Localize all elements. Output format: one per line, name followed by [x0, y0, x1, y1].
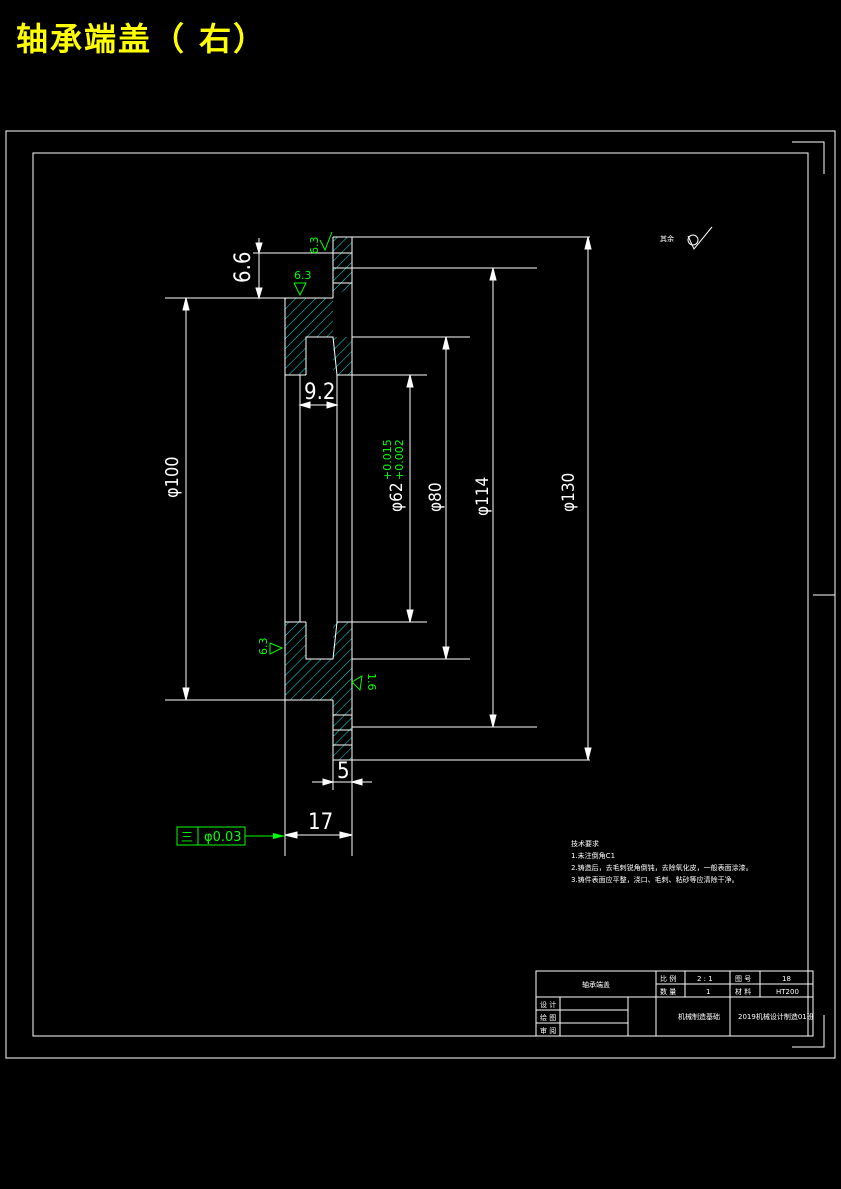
dim-dia-80: φ80 — [426, 482, 446, 512]
tb-reviewer-label: 审 阅 — [540, 1026, 556, 1035]
tb-qty-value: 1 — [706, 988, 710, 996]
dim-dia-62-tol-lower: +0.002 — [393, 439, 406, 480]
roughness-symbol-3: 6.3 — [257, 638, 284, 656]
tb-scale-label: 比 例 — [660, 974, 676, 983]
dim-dia-114: φ114 — [473, 477, 493, 516]
roughness-symbol-1: 6.3 — [308, 231, 333, 255]
tb-drawing-no-value: 18 — [782, 975, 791, 983]
dimension-lines — [182, 236, 592, 839]
tb-qty-label: 数 量 — [660, 987, 676, 996]
dim-dia-100: φ100 — [162, 456, 183, 498]
roughness-value-3: 6.3 — [257, 638, 270, 656]
tb-school: 机械制造基础 — [678, 1012, 720, 1021]
roughness-symbol-2: 6.3 — [293, 269, 312, 297]
dim-5: 5 — [337, 759, 350, 784]
corner-marks — [792, 141, 835, 1048]
title-block: 轴承端盖 比 例 2 : 1 图 号 18 数 量 1 材 料 HT200 设 … — [535, 970, 814, 1037]
tb-part-name: 轴承端盖 — [582, 980, 610, 989]
tech-item-2: 2.铸造后，去毛刺锐角倒钝，去除氧化皮，一般表面涂漆。 — [571, 863, 753, 872]
roughness-symbol-4: 1.6 — [351, 673, 378, 692]
tolerance-symbol: 三 — [181, 830, 193, 844]
part-outline — [284, 236, 353, 856]
inner-border — [32, 152, 809, 1037]
dim-6-6: 6.6 — [231, 252, 256, 283]
tech-item-1: 1.未注倒角C1 — [571, 851, 615, 860]
tb-drawing-no-label: 图 号 — [735, 975, 751, 983]
roughness-value-2: 6.3 — [294, 269, 312, 282]
dim-17: 17 — [308, 810, 333, 835]
dim-dia-62-tol-upper: +0.015 — [381, 439, 394, 480]
roughness-note-label: 其余 — [660, 234, 674, 243]
outer-border — [5, 130, 836, 1059]
general-roughness-note: 其余 — [660, 226, 713, 250]
tb-drafter-label: 绘 图 — [540, 1013, 556, 1022]
tolerance-value: φ0.03 — [204, 830, 242, 845]
tb-designer-label: 设 计 — [540, 1000, 556, 1009]
section-hatching — [285, 237, 352, 760]
roughness-value-4: 1.6 — [365, 673, 378, 691]
tb-scale-value: 2 : 1 — [697, 975, 713, 983]
tb-material-label: 材 料 — [735, 987, 751, 996]
technical-requirements: 技术要求 1.未注倒角C1 2.铸造后，去毛刺锐角倒钝，去除氧化皮，一般表面涂漆… — [571, 839, 753, 884]
tech-item-3: 3.铸件表面应平整，浇口、毛刺、粘砂等应清除干净。 — [571, 875, 739, 884]
tolerance-frame: 三 φ0.03 — [176, 826, 285, 846]
tb-class-code: 2019机械设计制造01班 — [738, 1012, 814, 1021]
roughness-value-1: 6.3 — [308, 237, 321, 255]
extension-lines — [165, 236, 590, 761]
tb-material-value: HT200 — [776, 988, 799, 996]
tech-heading: 技术要求 — [571, 839, 599, 848]
dim-dia-62: φ62 — [387, 482, 407, 512]
dim-dia-130: φ130 — [559, 473, 579, 512]
dim-9-2: 9.2 — [304, 380, 335, 405]
page-title: 轴承端盖（ 右） — [16, 20, 268, 58]
